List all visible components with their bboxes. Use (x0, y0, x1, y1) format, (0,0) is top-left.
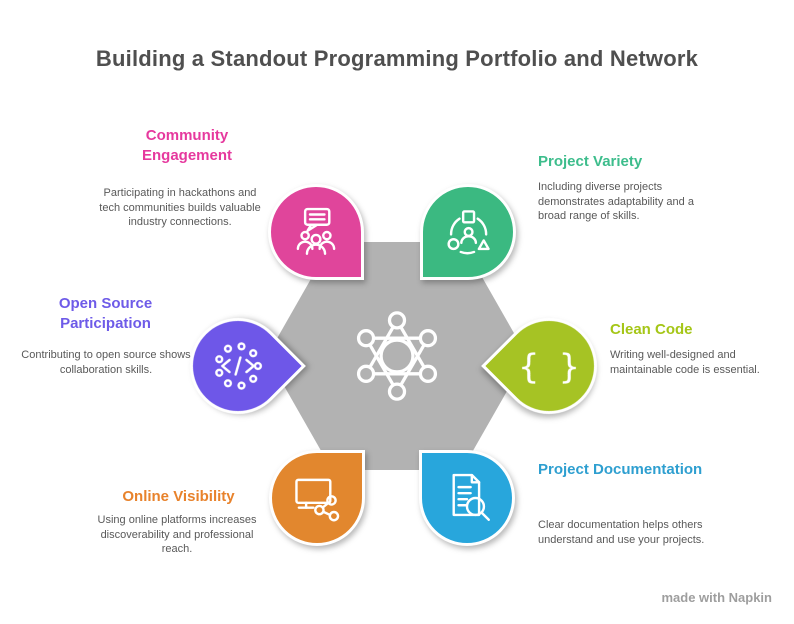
node-community-engagement (268, 184, 364, 280)
network-hub-icon (356, 311, 438, 401)
watermark: made with Napkin (661, 590, 772, 605)
svg-text:{ }: { } (520, 347, 578, 386)
heading-project-documentation: Project Documentation (538, 461, 703, 478)
description-online-visibility: Using online platforms increases discove… (97, 514, 257, 556)
description-community-engagement: Participating in hackathons and tech com… (99, 187, 261, 229)
heading-clean-code: Clean Code (610, 321, 693, 338)
monitor-share-icon (288, 469, 346, 527)
node-online-visibility (269, 450, 365, 546)
document-search-icon (438, 469, 496, 527)
node-project-variety (420, 184, 516, 280)
description-open-source-participation: Contributing to open source shows collab… (21, 349, 191, 376)
node-project-documentation (419, 450, 515, 546)
description-project-variety: Including diverse projects demonstrates … (538, 181, 694, 223)
code-community-icon (209, 337, 267, 395)
description-project-documentation: Clear documentation helps others underst… (538, 519, 705, 546)
description-clean-code: Writing well-designed and maintainable c… (610, 349, 760, 376)
chat-people-icon (287, 203, 345, 261)
page-title: Building a Standout Programming Portfoli… (95, 46, 699, 71)
curly-braces-icon: { } (520, 337, 578, 395)
node-open-source-participation (170, 298, 306, 434)
heading-project-variety: Project Variety (538, 153, 643, 170)
person-shapes-icon (439, 203, 497, 261)
heading-community-engagement: Community Engagement (141, 127, 232, 165)
heading-open-source-participation: Open Source Participation (58, 295, 153, 333)
heading-online-visibility: Online Visibility (122, 488, 235, 505)
node-clean-code: { } (481, 298, 617, 434)
